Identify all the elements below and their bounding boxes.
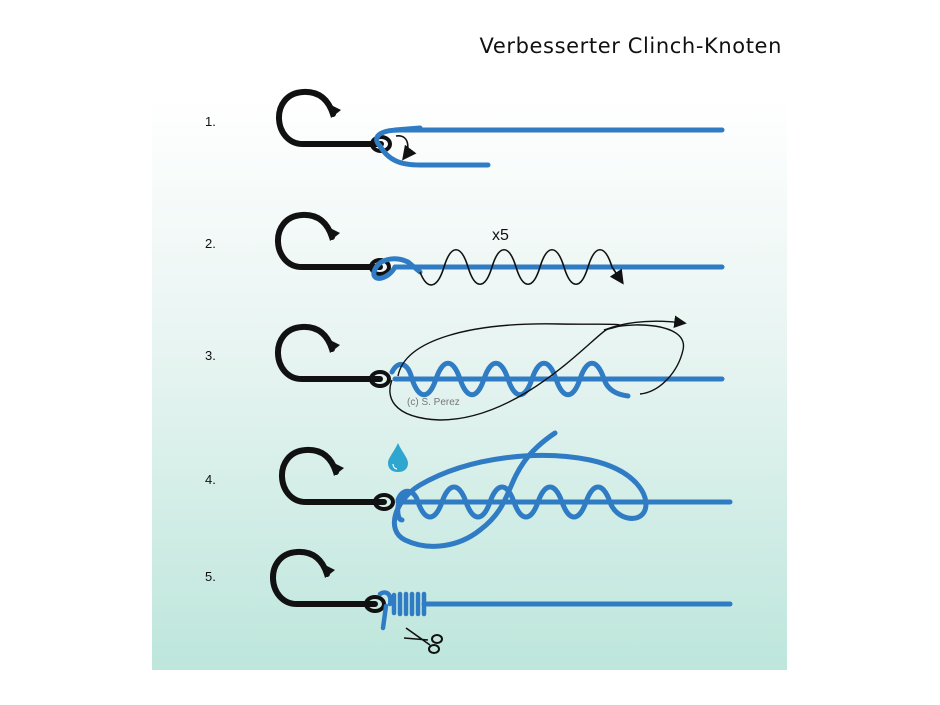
threading-loop bbox=[389, 324, 684, 421]
water-drop-icon bbox=[388, 443, 408, 472]
fishing-line bbox=[374, 125, 725, 168]
fish-hook bbox=[282, 450, 393, 509]
scissors-icon bbox=[403, 627, 443, 654]
diagram-title: Verbesserter Clinch-Knoten bbox=[479, 34, 782, 58]
step-3: 3. (c) S. Perez bbox=[205, 315, 725, 421]
direction-arrow bbox=[395, 135, 417, 161]
step-2: 2. x5 bbox=[205, 215, 725, 286]
fish-hook bbox=[279, 92, 390, 151]
step-label: 5. bbox=[205, 569, 216, 584]
fish-hook bbox=[273, 552, 384, 611]
step-4: 4. bbox=[205, 430, 733, 549]
fish-hook bbox=[278, 215, 389, 274]
step-5: 5. bbox=[205, 552, 733, 654]
diagram-panel bbox=[152, 97, 787, 670]
step-label: 3. bbox=[205, 348, 216, 363]
fishing-line bbox=[391, 430, 733, 549]
step-label: 1. bbox=[205, 114, 216, 129]
step-label: 4. bbox=[205, 472, 216, 487]
tightened-knot bbox=[377, 590, 427, 631]
wrap-count: x5 bbox=[492, 227, 509, 244]
copyright-credit: (c) S. Perez bbox=[407, 397, 460, 408]
step-1: 1. bbox=[205, 92, 725, 168]
step-label: 2. bbox=[205, 236, 216, 251]
coiled-line bbox=[389, 360, 631, 399]
fish-hook bbox=[278, 327, 389, 386]
wrap-guide bbox=[419, 248, 624, 286]
direction-arrow bbox=[603, 315, 687, 331]
fishing-line bbox=[371, 256, 423, 281]
